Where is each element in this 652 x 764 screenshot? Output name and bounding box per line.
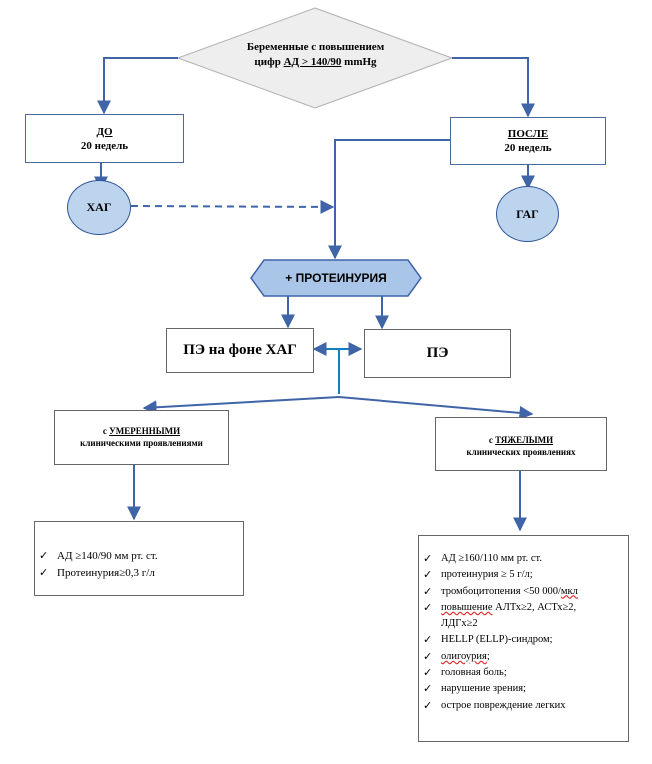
connector-diamond-to-before (97, 57, 178, 115)
hag-label: ХАГ (86, 200, 112, 214)
check-icon: ✓ (423, 699, 433, 712)
check-icon: ✓ (423, 569, 433, 582)
severe-criterion-continuation: ЛДГх≥2 (441, 618, 478, 630)
after-box: ПОСЛЕ 20 недель (450, 117, 606, 165)
severe-criterion: ✓АД ≥160/110 мм рт. ст. (419, 551, 628, 567)
severe-criterion: ✓нарушение зрения; (419, 681, 628, 697)
hag-circle: ХАГ (67, 180, 131, 235)
gag-circle: ГАГ (496, 186, 559, 242)
before-subtitle: 20 недель (80, 140, 129, 152)
severe-criterion: ✓головная боль; (419, 665, 628, 681)
severe-criterion: ✓тромбоцитопения <50 000/мкл (419, 584, 628, 600)
start-line1: Беременные с повышением (246, 41, 385, 53)
moderate-box: с УМЕРЕННЫМИ клиническими проявлениями (54, 410, 229, 465)
moderate-line1: с УМЕРЕННЫМИ (102, 426, 181, 436)
connector-to-moderate (142, 396, 340, 415)
after-title: ПОСЛЕ (507, 128, 549, 140)
moderate-criteria-box: ✓АД ≥140/90 мм рт. ст. ✓Протеинурия≥0,3 … (34, 521, 244, 596)
before-title: ДО (96, 126, 113, 138)
check-icon: ✓ (423, 585, 433, 598)
severe-criteria-box: ✓АД ≥160/110 мм рт. ст. ✓протеинурия ≥ 5… (418, 535, 629, 742)
proteinuria-hexagon (250, 259, 422, 297)
severe-criterion: ✓HELLP (ELLP)-синдром; (419, 632, 628, 648)
connector-diamond-to-after (452, 57, 535, 118)
proteinuria-label: + ПРОТЕИНУРИЯ (285, 271, 387, 285)
connector-to-severe (338, 396, 534, 420)
connector-hag-dashed (130, 199, 335, 214)
moderate-line2: клиническими проявлениями (80, 438, 203, 448)
check-icon: ✓ (39, 567, 49, 579)
severe-line1: с ТЯЖЕЛЫМИ (488, 435, 554, 445)
start-label: Беременные с повышением цифр АД > 140/90… (213, 40, 418, 70)
check-icon: ✓ (423, 650, 433, 663)
before-box: ДО 20 недель (25, 114, 184, 163)
pe-box: ПЭ (364, 329, 511, 378)
pe-on-hag-box: ПЭ на фоне ХАГ (166, 328, 314, 373)
check-icon: ✓ (423, 683, 433, 696)
start-line2: цифр АД > 140/90 mmHg (254, 56, 377, 68)
severe-box: с ТЯЖЕЛЫМИ клинических проявлениях (435, 417, 607, 471)
moderate-criteria-list: ✓АД ≥140/90 мм рт. ст. ✓Протеинурия≥0,3 … (35, 548, 243, 582)
severe-line2: клинических проявлениях (466, 447, 576, 457)
connector-after-to-proteinuria (328, 139, 450, 260)
moderate-criterion: ✓Протеинурия≥0,3 г/л (35, 565, 243, 582)
severe-criterion: ✓острое повреждение легких (419, 698, 628, 714)
severe-criterion: ✓протеинурия ≥ 5 г/л; (419, 567, 628, 583)
pe-label: ПЭ (426, 345, 449, 361)
severe-criterion: ✓олигоурия; (419, 649, 628, 665)
severe-criterion: ✓повышение АЛТх≥2, АСТх≥2, (419, 600, 628, 616)
start-diamond (176, 7, 454, 109)
gag-label: ГАГ (516, 206, 539, 221)
after-subtitle: 20 недель (504, 142, 552, 154)
moderate-criterion: ✓АД ≥140/90 мм рт. ст. (35, 548, 243, 565)
check-icon: ✓ (423, 553, 433, 565)
check-icon: ✓ (39, 550, 49, 562)
pe-on-hag-label: ПЭ на фоне ХАГ (183, 342, 297, 358)
check-icon: ✓ (423, 634, 433, 647)
severe-criteria-list: ✓АД ≥160/110 мм рт. ст. ✓протеинурия ≥ 5… (419, 551, 628, 714)
check-icon: ✓ (423, 601, 433, 614)
check-icon: ✓ (423, 667, 433, 680)
